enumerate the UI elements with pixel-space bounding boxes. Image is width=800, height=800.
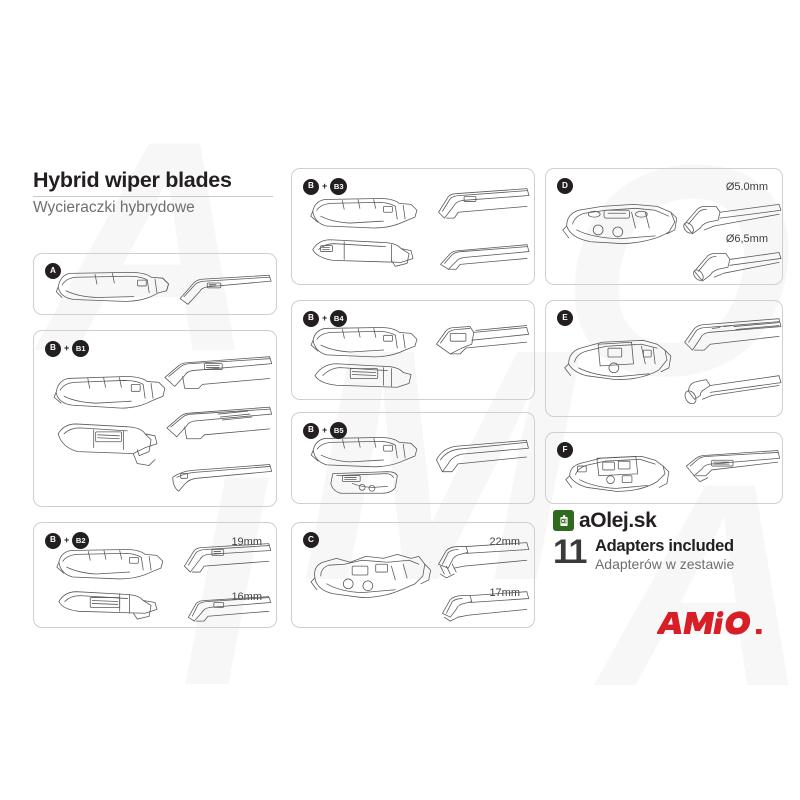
panel-b4: B + B4 [291,300,535,400]
badge-e: E [557,310,573,326]
panel-b3-badges: B + B3 [303,178,348,195]
oil-bottle-icon [553,510,574,531]
panel-b5: B + B5 [291,412,535,504]
adapters-summary: 11 Adapters included Adapterów w zestawi… [553,533,783,573]
panel-a: A [33,253,277,315]
panel-b1-badges: B + B1 [45,340,90,357]
badge-b: B [303,422,319,439]
dimension-5mm: Ø5.0mm [725,181,768,193]
adapters-text: Adapters included Adapterów w zestawie [594,537,735,573]
dimension-19mm: 19mm [231,536,262,548]
panel-d-badges: D [557,178,573,194]
title-polish: Wycieraczki hybrydowe [33,198,195,216]
panel-a-illustration [34,254,276,314]
badge-b5: B5 [330,422,348,439]
dimension-17mm: 17mm [489,587,520,599]
badge-a: A [45,263,61,279]
panel-b5-badges: B + B5 [303,422,348,439]
badge-separator: + [322,181,328,191]
badge-c: C [303,532,319,548]
title-english: Hybrid wiper blades [33,168,273,197]
badge-separator: + [64,343,70,353]
panel-e: E [545,300,783,417]
panel-f-illustration [546,433,782,503]
dimension-65mm: Ø6,5mm [725,233,768,245]
panel-e-illustration [546,301,782,416]
badge-b: B [45,340,61,357]
dimension-16mm: 16mm [231,591,262,603]
panel-b3: B + B3 [291,168,535,285]
badge-b1: B1 [72,340,90,357]
badge-separator: + [322,425,328,435]
panel-c-badges: C [303,532,319,548]
adapters-label-english: Adapters included [594,537,734,555]
badge-b: B [45,532,61,549]
page-title: Hybrid wiper blades Wycieraczki hybrydow… [33,168,273,217]
badge-separator: + [322,313,328,323]
shop-brand-row: aOlej.sk [553,510,783,531]
panel-a-badges: A [45,263,61,279]
badge-b: B [303,310,319,327]
panel-e-badges: E [557,310,573,326]
dimension-22mm: 22mm [489,536,520,548]
adapters-label-polish: Adapterów w zestawie [594,556,735,573]
panel-d: D Ø5.0mm Ø6,5mm [545,168,783,285]
panel-c: C 22mm 17mm [291,522,535,628]
panel-f-badges: F [557,442,573,458]
shop-name: aOlej.sk [579,509,657,532]
badge-separator: + [64,535,70,545]
badge-f: F [557,442,573,458]
panel-b4-badges: B + B4 [303,310,348,327]
amio-logo [657,608,765,638]
panel-f: F [545,432,783,504]
badge-b2: B2 [72,532,90,549]
badge-b4: B4 [330,310,348,327]
badge-b3: B3 [330,178,348,195]
panel-b1: B + B1 [33,330,277,507]
panel-b2-badges: B + B2 [45,532,90,549]
panel-b2: B + B2 19mm 16mm [33,522,277,628]
brand-block: aOlej.sk 11 Adapters included Adapterów … [553,510,783,572]
badge-b: B [303,178,319,195]
panel-b1-illustration [34,331,276,506]
badge-d: D [557,178,573,194]
adapters-count: 11 [553,533,587,571]
